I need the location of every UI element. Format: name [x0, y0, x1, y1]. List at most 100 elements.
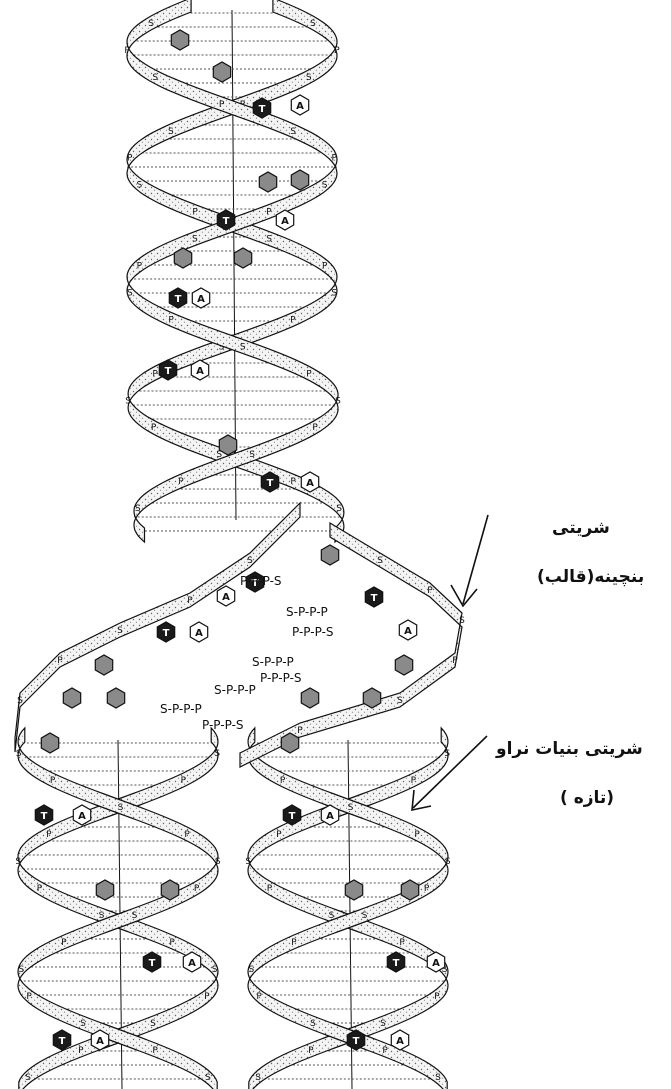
daughter-helix-left-backbone-letter: P — [26, 992, 32, 1002]
parent-helix-backbone-letter: P — [312, 423, 318, 433]
template-strand-right — [239, 521, 463, 768]
daughter-helix-left-backbone-letter: P — [169, 938, 175, 948]
base-t-shape — [52, 1029, 72, 1051]
base-g-shape — [160, 879, 180, 901]
base-c-shape — [362, 687, 382, 709]
daughter-helix-left-backbone-letter: S — [132, 911, 138, 921]
base-a-letter: A — [432, 958, 440, 969]
template-strand-right-letter: S — [397, 696, 403, 706]
template-strand-right-letter: S — [459, 616, 465, 626]
parent-helix-backbone-letter: S — [336, 504, 342, 514]
base-t-letter: T — [165, 366, 172, 377]
daughter-helix-right-backbone-letter: S — [445, 857, 451, 867]
base-g-shape — [62, 687, 82, 709]
daughter-helix-left-backbone-letter: P — [61, 938, 67, 948]
daughter-helix-right-backbone-letter: S — [249, 965, 255, 975]
daughter-helix-left-backbone-letter: S — [99, 911, 105, 921]
base-t-shape — [142, 951, 162, 973]
parent-helix-backbone-letter: P — [152, 369, 158, 379]
template-strand-left-letter: P — [187, 596, 193, 606]
template-strand-right-letter: P — [297, 726, 303, 736]
base-a-letter: A — [197, 294, 205, 305]
daughter-helix-left-backbone-letter: S — [205, 1073, 211, 1083]
parent-helix-backbone-letter: P — [151, 423, 157, 433]
base-a-shape — [300, 471, 320, 493]
base-c-shape — [233, 247, 253, 269]
parent-helix-backbone-letter: P — [219, 100, 225, 110]
template-strand-label-line2: بنچینه(قالب) — [537, 567, 645, 587]
template-strand-left-letter: P — [57, 656, 63, 666]
base-pair-rungs — [18, 12, 448, 1080]
parent-helix-backbone-letter: S — [306, 73, 312, 83]
base-a-shape — [216, 585, 236, 607]
daughter-helix-right-backbone-letter: S — [362, 911, 368, 921]
daughter-helix-right-backbone-letter: S — [255, 1073, 261, 1083]
base-g-shape — [300, 687, 320, 709]
parent-helix-backbone-letter: S — [137, 181, 143, 191]
base-t-shape — [168, 287, 188, 309]
base-a-letter: A — [404, 626, 412, 637]
parent-helix-backbone-letter: S — [249, 450, 255, 460]
parent-helix-backbone-letter: P — [290, 315, 296, 325]
base-t-letter: T — [289, 811, 296, 822]
daughter-helix-left-backbone-letter: S — [215, 857, 221, 867]
base-a-letter: A — [196, 366, 204, 377]
parent-helix-backbone-letter: S — [218, 342, 224, 352]
daughter-helix-left-backbone-letter: S — [150, 1019, 156, 1029]
daughter-helix-left-backbone-letter: P — [78, 1046, 84, 1056]
daughter-helix-left-backbone-letter: P — [204, 992, 210, 1002]
parent-helix-backbone-letter: S — [310, 19, 316, 29]
base-t-letter: T — [149, 958, 156, 969]
daughter-helix-left-backbone-letter: S — [118, 803, 124, 813]
base-c-shape — [40, 732, 60, 754]
daughter-helix-left-backbone-letter: S — [212, 965, 218, 975]
base-c-shape — [344, 879, 364, 901]
free-nucleotide-string: P-P-P-S — [202, 718, 244, 732]
base-a-shape — [72, 804, 92, 826]
parent-helix-backbone-letter: P — [124, 46, 130, 56]
daughter-helix-right-backbone-letter: P — [308, 1046, 314, 1056]
base-a-shape — [390, 1029, 410, 1051]
free-nucleotide-string: S-P-P-P — [286, 605, 328, 619]
daughter-helix-right-backbone-letter: S — [444, 749, 450, 759]
daughter-helix-right-backbone-letter: S — [380, 1019, 386, 1029]
base-a-letter: A — [188, 958, 196, 969]
free-nucleotides: P-P-P-SS-P-P-PP-P-P-SS-P-P-PP-P-P-SS-P-P… — [160, 574, 334, 732]
base-t-letter: T — [393, 958, 400, 969]
base-a-letter: A — [195, 628, 203, 639]
base-c-shape — [94, 654, 114, 676]
template-strand-left-letter: S — [17, 696, 23, 706]
daughter-helix-right-backbone-letter: P — [414, 830, 420, 840]
base-a-letter: A — [222, 592, 230, 603]
parent-helix-backbone-letter: P — [168, 315, 174, 325]
free-nucleotide-string: P-P-P-S — [292, 625, 334, 639]
base-c-shape — [218, 434, 238, 456]
base-g-shape — [394, 654, 414, 676]
daughter-helix-right-backbone-letter: S — [442, 965, 448, 975]
base-a-shape — [320, 804, 340, 826]
base-t-letter: T — [371, 593, 378, 604]
template-strand-left-letter: S — [247, 556, 253, 566]
daughter-helix-right-backbone-letter: P — [424, 884, 430, 894]
free-nucleotide-string: P-P-P-S — [240, 574, 282, 588]
daughter-helix-right-backbone-letter: S — [348, 803, 354, 813]
base-t-letter: T — [163, 628, 170, 639]
daughter-helix-right-backbone-letter: S — [329, 911, 335, 921]
free-nucleotide-string: S-P-P-P — [160, 702, 202, 716]
daughter-helix-left-backbone-letter: P — [46, 830, 52, 840]
base-a-letter: A — [296, 101, 304, 112]
base-a-shape — [189, 621, 209, 643]
daughter-helix-right-backbone-letter: P — [382, 1046, 388, 1056]
parent-helix-backbone-letter: P — [306, 369, 312, 379]
parent-helix-backbone-letter: P — [332, 154, 338, 164]
parent-helix-backbone-1 — [126, 0, 339, 544]
parent-helix-backbone-letter: S — [127, 288, 133, 298]
base-t-letter: T — [267, 478, 274, 489]
base-t-shape — [245, 571, 265, 593]
daughter-helix-right-backbone-1 — [247, 726, 449, 1089]
daughter-helix-right-backbone-letter: P — [434, 992, 440, 1002]
parent-helix-backbone-letter: P — [137, 262, 143, 272]
base-t-letter: T — [259, 104, 266, 115]
base-t-shape — [156, 621, 176, 643]
